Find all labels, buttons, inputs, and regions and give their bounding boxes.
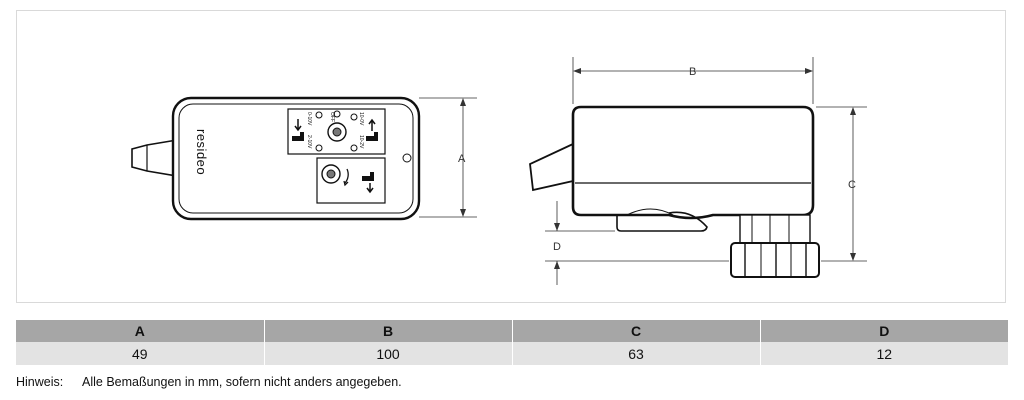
footnote-label: Hinweis: <box>16 375 64 389</box>
column-header-c: C <box>512 320 761 342</box>
switch-label-10-2v: 10-2V <box>358 135 364 149</box>
switch-label-10-0v: 10-0V <box>358 112 364 126</box>
valve-symbol-right <box>366 132 378 141</box>
dimension-label-b: B <box>689 66 696 78</box>
switch-label-off: OFF <box>329 112 335 122</box>
side-connector-nozzle <box>529 142 574 192</box>
dimension-drawing-svg: resideo 0-10V OFF 10-0V 2-10V 10-2V <box>131 57 867 285</box>
brand-logo-text: resideo <box>194 129 209 175</box>
connector-nozzle <box>131 139 178 177</box>
switch-label-2-10v: 2-10V <box>306 135 312 149</box>
coupling-neck <box>739 214 811 244</box>
column-header-d: D <box>760 320 1008 342</box>
technical-drawing: resideo 0-10V OFF 10-0V 2-10V 10-2V <box>16 10 1006 303</box>
top-view: resideo 0-10V OFF 10-0V 2-10V 10-2V <box>131 96 477 221</box>
footnote: Hinweis: Alle Bemaßungen in mm, sofern ni… <box>16 375 402 389</box>
value-c: 63 <box>512 342 761 365</box>
column-header-a: A <box>16 320 265 342</box>
value-b: 100 <box>264 342 513 365</box>
value-a: 49 <box>16 342 265 365</box>
dimension-label-c: C <box>848 179 856 191</box>
valve-symbol-left <box>292 132 304 141</box>
column-header-b: B <box>264 320 513 342</box>
side-view: B C D <box>529 57 867 285</box>
side-housing-outline <box>571 105 815 220</box>
dimension-label-a: A <box>458 153 466 165</box>
switch-label-0-10v: 0-10V <box>306 112 312 126</box>
value-d: 12 <box>760 342 1008 365</box>
table-header-row: A B C D <box>16 320 1008 342</box>
table-row: 49 100 63 12 <box>16 342 1008 365</box>
dimension-label-d: D <box>553 241 561 253</box>
footnote-text: Alle Bemaßungen in mm, sofern nicht ande… <box>82 375 402 389</box>
dimensions-table: A B C D 49 100 63 12 <box>16 320 1008 365</box>
coupling-nut <box>730 242 820 278</box>
